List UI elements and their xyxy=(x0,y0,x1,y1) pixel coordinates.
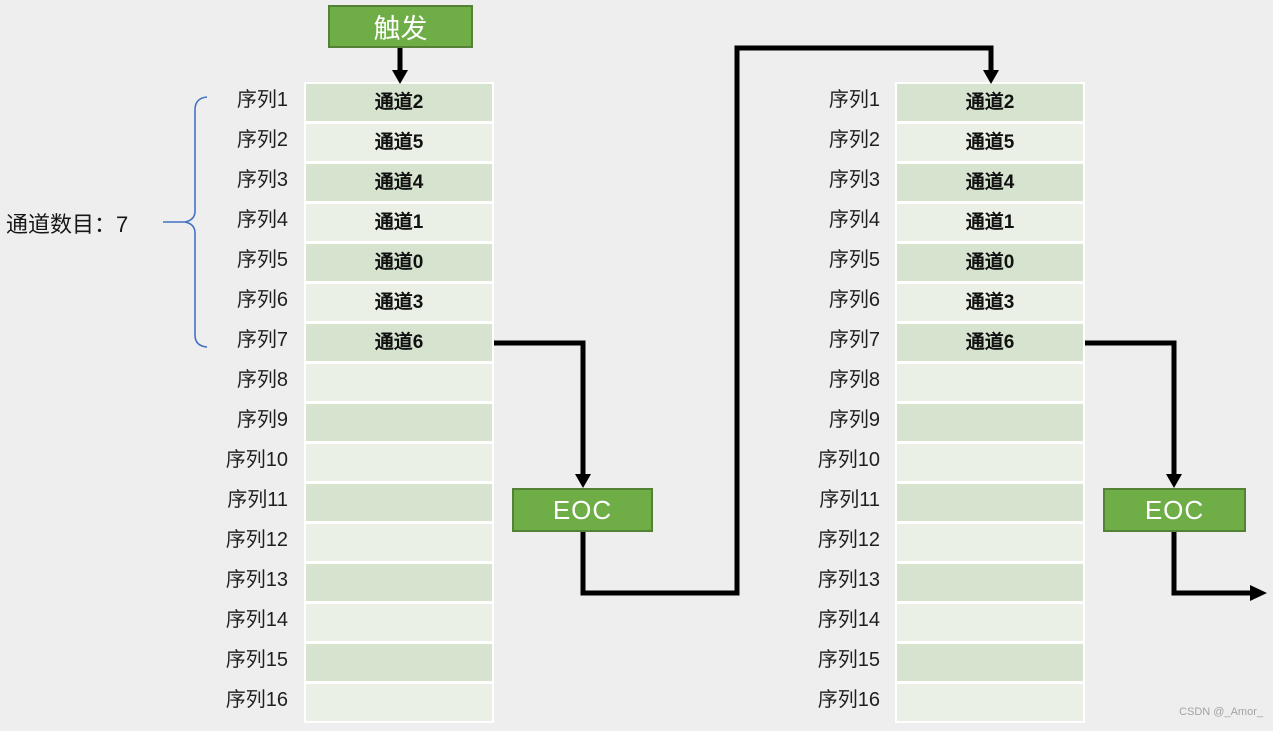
channel-cell: 通道1 xyxy=(306,204,492,241)
sequence-label: 序列2 xyxy=(828,129,880,151)
eoc-box-right: EOC xyxy=(1103,488,1246,532)
channel-cell xyxy=(897,644,1083,681)
channel-cell xyxy=(306,644,492,681)
sequence-label: 序列2 xyxy=(236,129,288,151)
sequence-label: 序列5 xyxy=(828,249,880,271)
channel-cell: 通道5 xyxy=(897,124,1083,161)
watermark-text: CSDN @_Amor_ xyxy=(1179,706,1263,718)
eoc-box-left: EOC xyxy=(512,488,653,532)
sequence-table-left-labels: 序列1 序列2 序列3 序列4 序列5 序列6 序列7 序列8 序列9 序列10 序列11 序列12 序… xyxy=(204,82,288,722)
channel-cell xyxy=(897,444,1083,481)
channel-cell: 通道2 xyxy=(306,84,492,121)
sequence-label: 序列3 xyxy=(828,169,880,191)
channel-cell xyxy=(306,404,492,441)
channel-cell xyxy=(897,684,1083,721)
channel-cell xyxy=(306,684,492,721)
channel-cell: 通道3 xyxy=(306,284,492,321)
sequence-label: 序列8 xyxy=(236,369,288,391)
channel-cell xyxy=(897,564,1083,601)
sequence-label: 序列9 xyxy=(236,409,288,431)
sequence-label: 序列10 xyxy=(817,449,880,471)
sequence-label: 序列4 xyxy=(236,209,288,231)
channel-cell: 通道5 xyxy=(306,124,492,161)
sequence-label: 序列15 xyxy=(817,649,880,671)
arrow-left-row7-to-eoc xyxy=(494,340,591,488)
channel-cell xyxy=(306,364,492,401)
arrow-eoc-right-exit xyxy=(1171,532,1267,601)
channel-cell: 通道4 xyxy=(306,164,492,201)
sequence-label: 序列7 xyxy=(828,329,880,351)
channel-cell: 通道2 xyxy=(897,84,1083,121)
sequence-label: 序列6 xyxy=(236,289,288,311)
channel-cell: 通道6 xyxy=(897,324,1083,361)
sequence-label: 序列4 xyxy=(828,209,880,231)
channel-cell: 通道0 xyxy=(897,244,1083,281)
arrow-trigger-to-left-table xyxy=(392,48,408,84)
sequence-label: 序列1 xyxy=(236,89,288,111)
trigger-box: 触发 xyxy=(328,5,473,48)
channel-cell: 通道0 xyxy=(306,244,492,281)
channel-cell xyxy=(306,524,492,561)
sequence-label: 序列14 xyxy=(817,609,880,631)
channel-cell xyxy=(306,484,492,521)
channel-cell: 通道1 xyxy=(897,204,1083,241)
channel-count-label: 通道数目：7 xyxy=(6,212,129,237)
sequence-label: 序列1 xyxy=(828,89,880,111)
channel-cell: 通道4 xyxy=(897,164,1083,201)
sequence-label: 序列9 xyxy=(828,409,880,431)
sequence-label: 序列11 xyxy=(819,489,880,511)
sequence-label: 序列13 xyxy=(817,569,880,591)
sequence-label: 序列8 xyxy=(828,369,880,391)
channel-cell xyxy=(306,564,492,601)
sequence-label: 序列13 xyxy=(225,569,288,591)
channel-count-brace xyxy=(163,96,208,348)
sequence-label: 序列7 xyxy=(236,329,288,351)
sequence-label: 序列10 xyxy=(225,449,288,471)
channel-cell xyxy=(897,364,1083,401)
sequence-label: 序列12 xyxy=(817,529,880,551)
sequence-label: 序列15 xyxy=(225,649,288,671)
channel-cell xyxy=(306,604,492,641)
sequence-label: 序列12 xyxy=(225,529,288,551)
sequence-label: 序列11 xyxy=(227,489,288,511)
channel-cell xyxy=(306,444,492,481)
sequence-label: 序列5 xyxy=(236,249,288,271)
channel-cell: 通道3 xyxy=(897,284,1083,321)
sequence-label: 序列6 xyxy=(828,289,880,311)
channel-cell xyxy=(897,404,1083,441)
sequence-table-right-labels: 序列1 序列2 序列3 序列4 序列5 序列6 序列7 序列8 序列9 序列10 序列11 序列12 序… xyxy=(796,82,880,722)
sequence-label: 序列14 xyxy=(225,609,288,631)
arrow-right-row7-to-eoc xyxy=(1085,340,1182,488)
channel-cell: 通道6 xyxy=(306,324,492,361)
channel-cell xyxy=(897,524,1083,561)
sequence-label: 序列16 xyxy=(817,689,880,711)
channel-cell xyxy=(897,604,1083,641)
channel-cell xyxy=(897,484,1083,521)
sequence-label: 序列16 xyxy=(225,689,288,711)
sequence-label: 序列3 xyxy=(236,169,288,191)
